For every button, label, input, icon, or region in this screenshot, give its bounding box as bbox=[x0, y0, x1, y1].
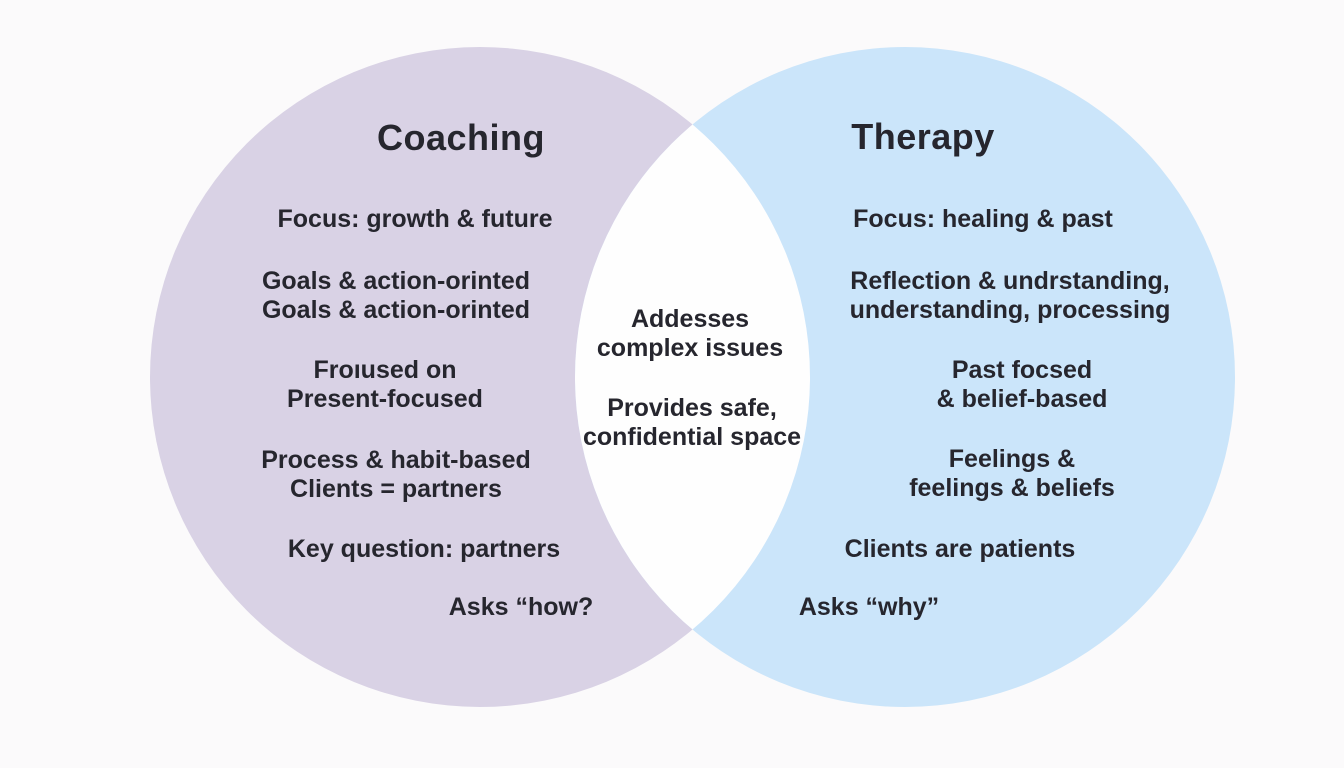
text-line: Addesses bbox=[630, 305, 750, 333]
text-line: Focus: healing & past bbox=[853, 205, 1113, 233]
text-line: Reflection & undrstanding, bbox=[850, 267, 1170, 295]
text-line: feelings & beliefs bbox=[909, 474, 1115, 502]
coaching-item-goals: Goals & action-orinted Goals & action-or… bbox=[262, 267, 530, 325]
text-line: Process & habit-based bbox=[261, 446, 531, 474]
text-line: Present-focused bbox=[287, 385, 483, 413]
text-line: Asks “why” bbox=[798, 593, 940, 621]
coaching-item-process: Process & habit-based Clients = partners bbox=[261, 446, 531, 504]
text-line: & belief-based bbox=[936, 385, 1108, 413]
text-line: Past focsed bbox=[951, 356, 1093, 384]
text-line: complex issues bbox=[596, 334, 784, 362]
text-line: Asks “how? bbox=[448, 593, 594, 621]
coaching-item-key-question: Key question: partners bbox=[288, 535, 560, 564]
therapy-item-asks-why: Asks “why” bbox=[799, 593, 939, 622]
text-line: Goals & action-orinted bbox=[261, 267, 531, 295]
text-line: Feelings & bbox=[948, 445, 1076, 473]
text-line: Focus: growth & future bbox=[277, 205, 553, 233]
coaching-title: Coaching bbox=[376, 117, 546, 158]
coaching-item-present-focused: Froıused on Present-focused bbox=[287, 356, 483, 414]
text-line: understanding, processing bbox=[849, 296, 1171, 324]
therapy-item-past-focused: Past focsed & belief-based bbox=[937, 356, 1108, 414]
therapy-item-feelings: Feelings & feelings & beliefs bbox=[909, 445, 1115, 503]
therapy-item-reflection: Reflection & undrstanding, understanding… bbox=[850, 267, 1171, 325]
overlap-region bbox=[575, 47, 810, 707]
coaching-item-asks-how: Asks “how? bbox=[449, 593, 593, 622]
therapy-item-clients: Clients are patients bbox=[845, 535, 1076, 564]
overlap-item-complex-issues: Addesses complex issues bbox=[597, 305, 783, 363]
therapy-item-focus: Focus: healing & past bbox=[853, 205, 1113, 234]
text-line: confidential space bbox=[582, 423, 802, 451]
overlap-item-safe-space: Provides safe, confidential space bbox=[583, 394, 801, 452]
text-line: Goals & action-orinted bbox=[261, 296, 531, 324]
text-line: Clients are patients bbox=[844, 535, 1076, 563]
text-line: Provides safe, bbox=[607, 394, 777, 422]
therapy-title: Therapy bbox=[851, 116, 995, 157]
text-line: Key question: partners bbox=[287, 535, 561, 563]
coaching-item-focus: Focus: growth & future bbox=[278, 205, 553, 234]
text-line: Clients = partners bbox=[290, 475, 502, 503]
text-line: Froıused on bbox=[313, 356, 457, 384]
